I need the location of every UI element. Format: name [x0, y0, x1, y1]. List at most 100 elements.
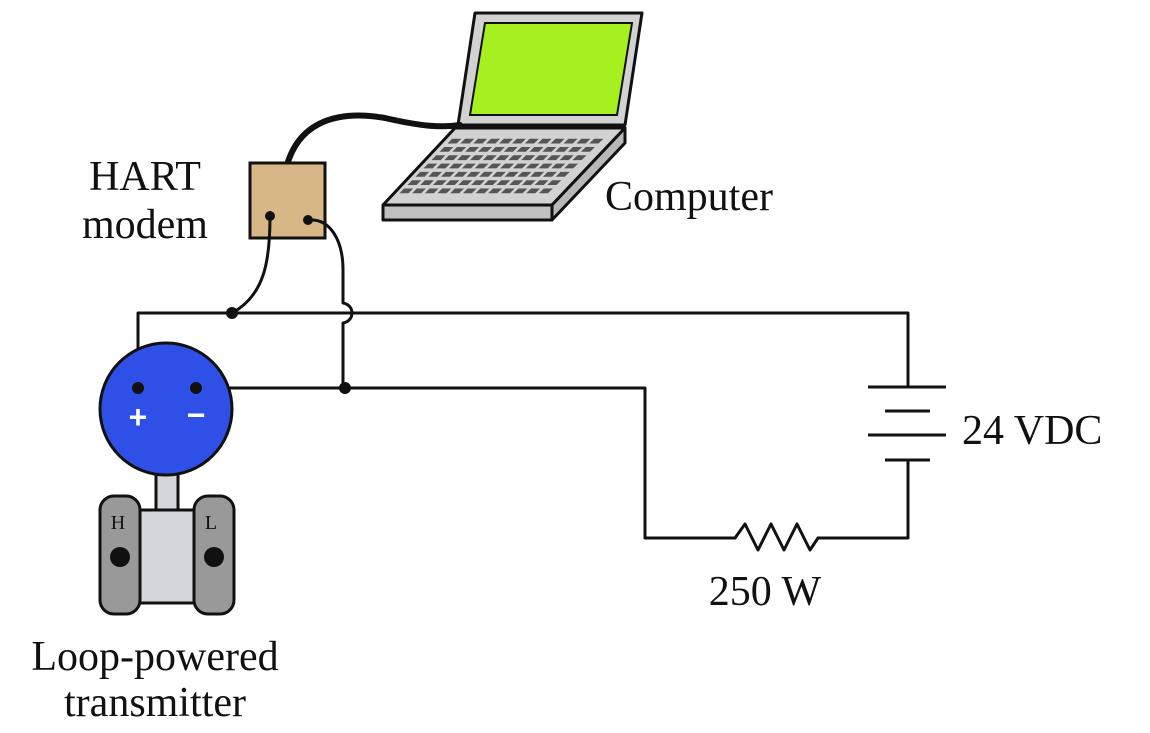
keyboard-key [473, 138, 488, 144]
resistor-icon [733, 522, 820, 552]
keyboard-key [524, 138, 539, 144]
hart-modem-icon [248, 161, 327, 240]
battery-icon [868, 385, 946, 462]
keyboard-key [470, 155, 484, 161]
keyboard-key [471, 180, 485, 185]
keyboard-key [538, 188, 553, 194]
keyboard-key [538, 163, 553, 169]
plus-sign: + [129, 399, 148, 435]
transmitter-head [98, 341, 234, 477]
negative-terminal [190, 382, 202, 394]
keyboard-key [496, 180, 511, 185]
keyboard-key [436, 163, 451, 169]
keyboard-key [568, 147, 583, 152]
laptop-screen [468, 22, 634, 116]
keyboard-key [512, 138, 526, 144]
laptop-keyboard [399, 138, 604, 194]
transmitter-label-line1: Loop-powered [31, 634, 278, 680]
minus-sign: − [187, 397, 206, 433]
keyboard-key [500, 163, 515, 169]
keyboard-key [431, 155, 446, 161]
keyboard-key [589, 138, 604, 144]
transmitter-label-line2: transmitter [64, 680, 246, 726]
pressure-transmitter-icon [98, 341, 236, 616]
keyboard-key [420, 180, 434, 185]
low-side-label: L [205, 512, 217, 534]
positive-terminal [132, 382, 144, 394]
keyboard-key [461, 163, 476, 169]
keyboard-key [452, 147, 467, 152]
keyboard-key [483, 180, 498, 185]
keyboard-key [503, 147, 518, 152]
keyboard-key [580, 147, 595, 152]
keyboard-key [530, 171, 545, 177]
keyboard-key [555, 147, 570, 152]
keyboard-key [550, 138, 565, 144]
keyboard-key [453, 171, 468, 177]
keyboard-key [415, 171, 430, 177]
keyboard-key [441, 171, 455, 177]
keyboard-key [457, 155, 471, 161]
keyboard-key [500, 188, 515, 194]
keyboard-key [432, 180, 447, 185]
hart-label-line1: HART [89, 154, 201, 200]
keyboard-key [478, 147, 492, 152]
keyboard-key [458, 180, 473, 185]
keyboard-key [399, 188, 414, 194]
keyboard-key [508, 155, 523, 161]
hart-label-line2: modem [82, 202, 208, 248]
keyboard-key [447, 138, 462, 144]
keyboard-key [534, 180, 549, 185]
keyboard-key [449, 163, 463, 169]
keyboard-key [450, 188, 464, 194]
keyboard-key [516, 147, 531, 152]
keyboard-key [526, 188, 541, 194]
serial-cable [284, 112, 463, 168]
keyboard-key [555, 171, 570, 177]
keyboard-key [525, 163, 540, 169]
keyboard-key [482, 155, 497, 161]
keyboard-key [407, 180, 422, 185]
keyboard-key [495, 155, 510, 161]
keyboard-key [428, 171, 442, 177]
keyboard-key [546, 155, 561, 161]
keyboard-key [547, 180, 562, 185]
keyboard-key [462, 188, 477, 194]
keyboard-key [563, 138, 578, 144]
keyboard-key [460, 138, 475, 144]
keyboard-key [564, 163, 579, 169]
keyboard-key [474, 163, 489, 169]
keyboard-key [529, 147, 544, 152]
keyboard-key [479, 171, 494, 177]
keyboard-key [517, 171, 532, 177]
resistor-label: 250 W [709, 569, 822, 615]
keyboard-key [537, 138, 552, 144]
keyboard-key [412, 188, 426, 194]
keyboard-key [486, 138, 501, 144]
loop-wiring [136, 214, 910, 552]
computer-label: Computer [605, 174, 773, 220]
keyboard-key [424, 188, 439, 194]
high-side-label: H [111, 512, 125, 534]
keyboard-key [504, 171, 519, 177]
keyboard-key [509, 180, 524, 185]
keyboard-key [465, 147, 480, 152]
keyboard-key [572, 155, 587, 161]
keyboard-key [534, 155, 548, 161]
keyboard-key [492, 171, 506, 177]
keyboard-key [521, 180, 536, 185]
keyboard-key [445, 180, 460, 185]
keyboard-key [551, 163, 566, 169]
keyboard-key [488, 188, 503, 194]
keyboard-key [576, 138, 591, 144]
keyboard-key [513, 163, 527, 169]
keyboard-key [513, 188, 528, 194]
keyboard-key [437, 188, 452, 194]
keyboard-key [466, 171, 481, 177]
keyboard-key [559, 155, 574, 161]
keyboard-key [543, 171, 557, 177]
keyboard-key [475, 188, 490, 194]
keyboard-key [490, 147, 505, 152]
keyboard-key [439, 147, 454, 152]
